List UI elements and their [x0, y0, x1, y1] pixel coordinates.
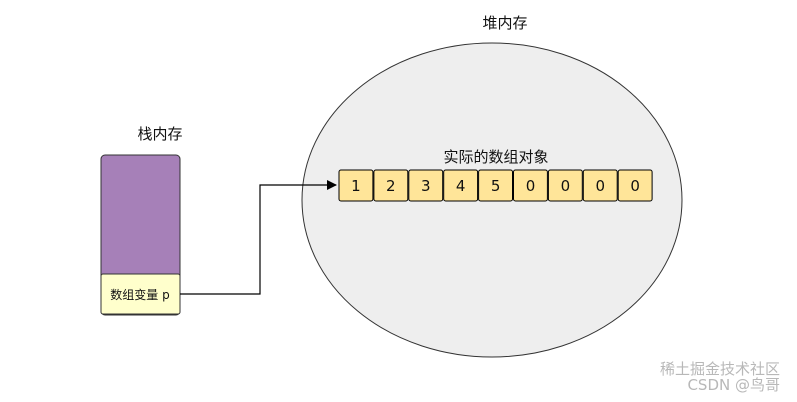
watermark-line2: CSDN @鸟哥 [687, 376, 780, 394]
array-cell-5: 0 [513, 169, 548, 202]
array-cell-8: 0 [617, 169, 653, 202]
watermark-line1: 稀土掘金技术社区 [660, 360, 780, 378]
array-cell-box [373, 169, 409, 202]
array-cell-0: 1 [338, 169, 374, 202]
array-cell-value: 0 [561, 177, 571, 195]
array-label: 实际的数组对象 [443, 148, 548, 166]
array-cell-value: 5 [491, 177, 501, 195]
array-cell-box [547, 169, 583, 202]
heap-title: 堆内存 [482, 14, 527, 32]
array: 1 2 3 4 5 0 0 0 0 [338, 169, 653, 202]
array-cell-box [513, 169, 548, 202]
stack-title: 栈内存 [137, 125, 182, 143]
array-cell-7: 0 [582, 169, 618, 202]
array-cell-box [478, 169, 514, 202]
array-cell-value: 4 [456, 177, 466, 195]
array-cell-value: 0 [630, 177, 640, 195]
array-cell-box [338, 169, 374, 202]
array-cell-4: 5 [478, 169, 514, 202]
array-cell-value: 2 [386, 177, 396, 195]
array-cell-box [408, 169, 444, 202]
array-cell-6: 0 [547, 169, 583, 202]
array-cell-value: 0 [596, 177, 606, 195]
reference-arrow [180, 180, 337, 295]
array-cell-box [443, 169, 479, 202]
array-cell-2: 3 [408, 169, 444, 202]
array-cell-value: 3 [421, 177, 431, 195]
array-cell-box [582, 169, 618, 202]
array-cell-value: 1 [351, 177, 361, 195]
array-cell-3: 4 [443, 169, 479, 202]
array-cell-value: 0 [526, 177, 536, 195]
array-cell-1: 2 [373, 169, 409, 202]
array-cell-box [617, 169, 653, 202]
variable-label: 数组变量 p [110, 287, 169, 302]
